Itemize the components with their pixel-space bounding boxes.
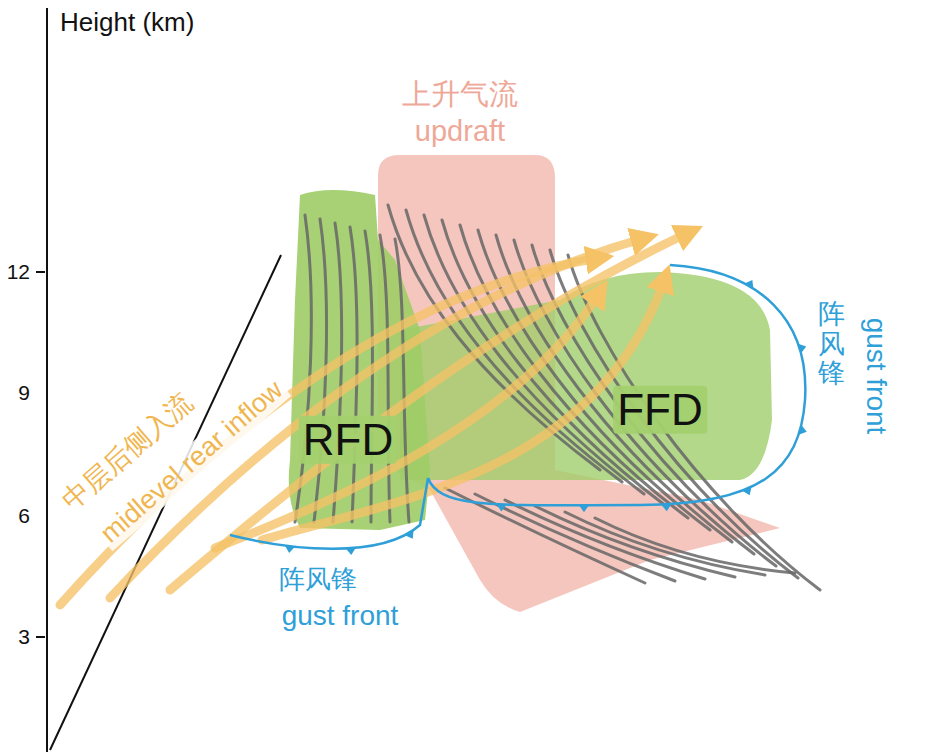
height-axis (36, 8, 281, 752)
tick-label: 6 (18, 504, 30, 527)
gust-front-barb (285, 545, 295, 553)
region-title: 上升气流 (398, 79, 522, 111)
region-title: RFD (299, 416, 397, 464)
gust-front-label-zh: 阵风锋 (279, 565, 357, 594)
axis-title: Height (km) (60, 8, 194, 37)
gust-front-label-en: gust front (861, 318, 892, 435)
gust-front-label-zh: 阵风锋 (818, 300, 845, 389)
region-fill (400, 272, 772, 480)
gust-front-barb (745, 280, 754, 289)
region-title: FFD (613, 386, 707, 434)
gust-front-barb (798, 344, 806, 354)
tick-label: 12 (7, 260, 30, 283)
gust-front-barb (405, 530, 414, 539)
tick-label: 9 (18, 381, 30, 404)
gust-front-barb (742, 487, 751, 495)
gust-front-label-en: gust front (282, 601, 399, 632)
gust-front-barb (346, 548, 356, 555)
gust-front-barb (799, 425, 807, 435)
tick-label: 3 (18, 625, 30, 648)
region-subtitle: updraft (411, 116, 509, 148)
region-fill (378, 155, 780, 612)
